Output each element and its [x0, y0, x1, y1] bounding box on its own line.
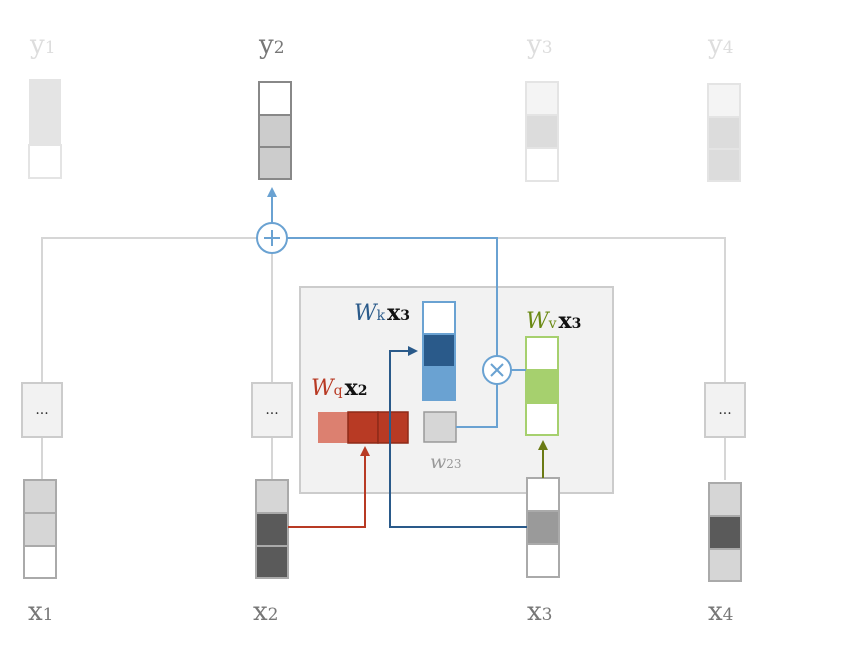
- output-vector-y4: [707, 83, 741, 182]
- value-vector: [525, 336, 559, 436]
- query-label: Wqx2: [311, 375, 367, 401]
- label-x3: x3: [527, 597, 553, 627]
- label-y1: y1: [29, 30, 56, 60]
- value-label: Wvx3: [526, 308, 581, 334]
- attention-panel: [299, 286, 614, 494]
- svg-text:...: ...: [35, 402, 48, 418]
- key-vector: [422, 301, 456, 401]
- key-arrow: [389, 346, 527, 528]
- svg-text:...: ...: [265, 402, 278, 418]
- query-arrow: [288, 446, 370, 528]
- key-label: Wkx3: [354, 300, 410, 326]
- multiply-node: [482, 355, 512, 385]
- output-vector-y3: [525, 81, 559, 182]
- label-y2: y2: [258, 30, 285, 60]
- weight-label: w23: [430, 451, 462, 473]
- ellipsis-box-4: ...: [704, 382, 746, 438]
- sum-node: [256, 222, 288, 254]
- input-vector-x3: [526, 477, 560, 578]
- ellipsis-box-1: ...: [21, 382, 63, 438]
- input-vector-x1: [23, 479, 57, 579]
- label-y4: y4: [707, 30, 734, 60]
- label-x2: x2: [253, 597, 279, 627]
- output-vector-y2: [258, 81, 292, 180]
- label-y3: y3: [526, 30, 553, 60]
- weight-box: [423, 411, 457, 443]
- output-vector-y1: [28, 79, 62, 179]
- ellipsis-box-2: ...: [251, 382, 293, 438]
- query-vector: [318, 411, 409, 444]
- svg-text:...: ...: [718, 402, 731, 418]
- input-vector-x2: [255, 479, 289, 579]
- label-x4: x4: [708, 597, 734, 627]
- weighted-value-path: [267, 187, 526, 428]
- label-x1: x1: [28, 597, 54, 627]
- input-vector-x4: [708, 482, 742, 582]
